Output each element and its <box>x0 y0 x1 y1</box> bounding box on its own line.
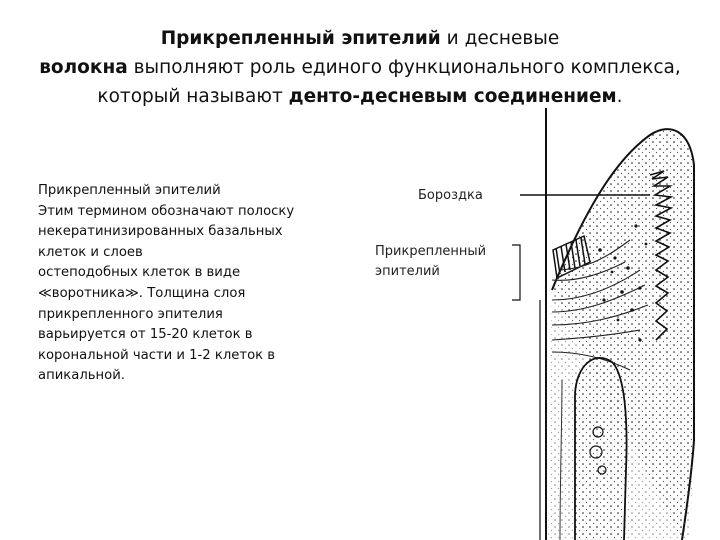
description-block: Прикрепленный эпителий Этим термином обо… <box>38 181 338 387</box>
gingival-fibers <box>551 239 649 371</box>
periodontal-ligament-line <box>559 379 563 540</box>
description-line-6: прикрепленного эпителия <box>38 306 223 322</box>
description-line-9: апикальной. <box>38 368 125 384</box>
description-line-2: некератинизированных базальных <box>38 224 283 240</box>
description-line-5: ≪воротника≫. Толщина слоя <box>38 285 246 301</box>
slide-title: Прикрепленный эпителий и десневые волокн… <box>20 24 700 111</box>
bone-marrow-spaces <box>589 426 607 475</box>
description-line-3: клеток и слоев <box>38 244 143 260</box>
description-line-8: корональной части и 1-2 клеток в <box>38 347 276 363</box>
title-text-1: и десневые <box>440 28 560 49</box>
title-text-2: выполняют роль единого функционального к… <box>97 57 681 107</box>
attached-epithelium-bracket <box>512 244 521 301</box>
title-bold-dentogingival: денто-десневым соединением <box>288 86 617 107</box>
description-line-7: варьируется от 15-20 клеток в <box>38 327 253 343</box>
dentogingival-junction-diagram <box>512 108 695 540</box>
title-text-3: . <box>616 86 623 107</box>
title-bold-fibers: волокна <box>39 57 128 78</box>
description-line-4: остеподобных клеток в виде <box>38 265 241 281</box>
label-attached-epithelium: Прикрепленный эпителий <box>375 242 505 282</box>
label-attached-line-1: Прикрепленный <box>375 244 487 259</box>
attached-epithelium-outline <box>552 234 591 280</box>
label-sulcus: Бороздка <box>418 188 483 203</box>
description-line-1: Этим термином обозначают полоску <box>38 203 295 219</box>
label-attached-line-2: эпителий <box>375 264 440 279</box>
rete-pegs-contour <box>649 170 674 341</box>
title-bold-attached-epithelium: Прикрепленный эпителий <box>160 28 441 49</box>
connective-tissue-dots <box>598 224 648 342</box>
description-heading: Прикрепленный эпителий <box>38 183 221 198</box>
attached-epithelium-hatch <box>555 237 586 275</box>
